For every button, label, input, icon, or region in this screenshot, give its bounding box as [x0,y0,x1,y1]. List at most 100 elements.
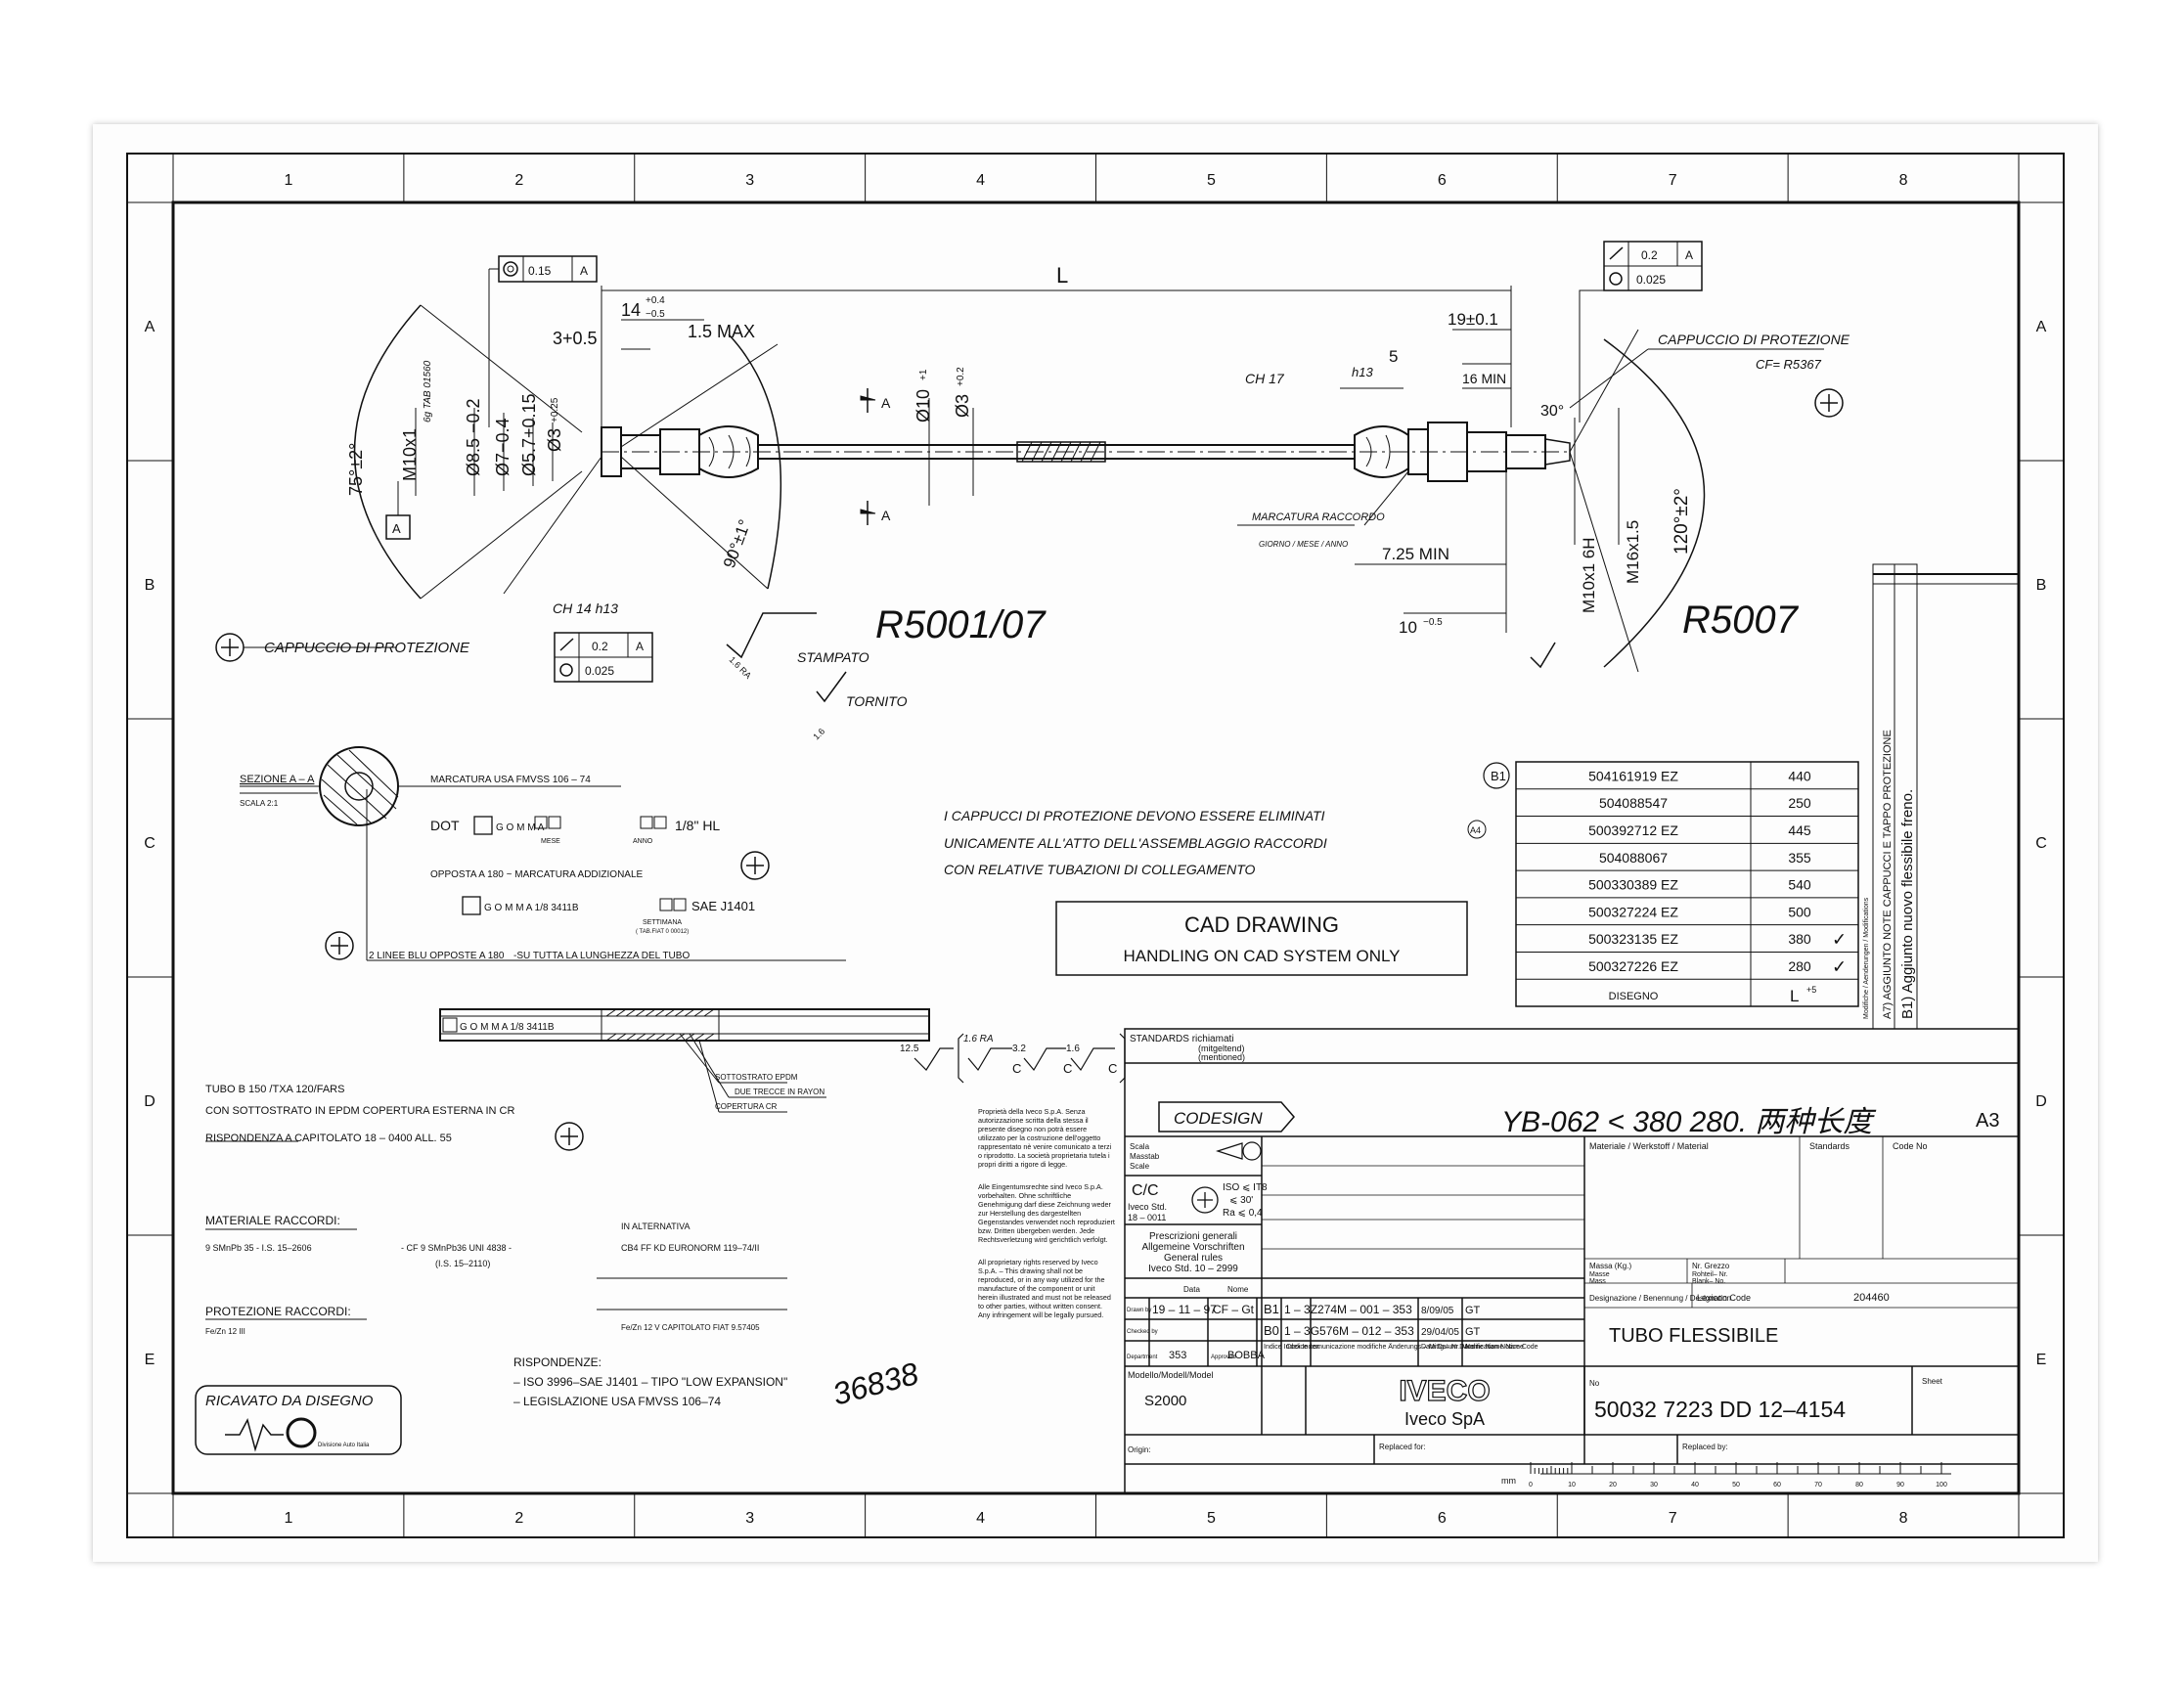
tb-prescr2: Allgemeine Vorschriften [1141,1242,1244,1253]
rough-c1: C [1012,1061,1021,1076]
title-block [1124,1028,2020,1494]
zone-col-bottom-6: 6 [1438,1510,1447,1527]
note-copertura: COPERTURA CR [715,1102,778,1111]
legal-english: All proprietary rights reserved by Iveco… [978,1258,1111,1319]
label-ch17: CH 17 [1245,371,1285,386]
zone-col-bottom-7: 7 [1669,1510,1677,1527]
tb-modello: Modello/Modell/Model [1128,1370,1214,1380]
dim-d10: Ø10 [914,389,933,422]
tb-drawing-number: 50032 7223 DD 12–4154 [1594,1397,1846,1422]
mm-scale-label: 0 [1529,1482,1533,1488]
tol-datum-a1: A [580,264,588,278]
dim-d85: Ø8.5 −0.2 [464,398,483,476]
tb-dept-val: 353 [1169,1350,1186,1361]
zone-col-bottom-4: 4 [976,1510,985,1527]
hose-label: G O M M A 1/8 3411B [460,1022,555,1033]
zone-col-top-2: 2 [514,172,523,189]
variant-length: 500 [1788,904,1811,919]
tb-codice-mod: Codice comunicazione modifiche Änderungs… [1286,1343,1538,1351]
tb-massa: Massa (Kg.) [1589,1262,1631,1270]
note-tutta-lunghezza: -SU TUTTA LA LUNGHEZZA DEL TUBO [513,951,690,961]
label-cappuccio-left: CAPPUCCIO DI PROTEZIONE [264,640,470,656]
tb-prescr3: General rules [1164,1253,1223,1264]
note-mese: MESE [541,838,560,845]
tol-0025-left: 0.025 [585,664,614,678]
dim-3: 3+0.5 [553,329,598,348]
tol-02-right: 0.2 [1641,248,1658,262]
label-giorno: GIORNO / MESE / ANNO [1259,540,1348,549]
note-opposta: OPPOSTA A 180 ~ MARCATURA ADDIZIONALE [430,869,644,880]
tb-rohteil: Rohteil– Nr. [1692,1271,1728,1278]
tb-lexicon: Lexicon Code [1697,1293,1751,1303]
tb-iso: ISO ⩽ IT8 [1223,1182,1268,1193]
dim-30deg: 30° [1540,403,1564,420]
tb-nome-h: Nome [1227,1285,1249,1294]
variant-length: 355 [1788,850,1811,866]
zone-col-top-3: 3 [745,172,754,189]
ricavato-divisione: Divisione Auto Italia [318,1443,370,1448]
zone-row-right-A: A [2036,319,2047,335]
section-mark-a-top: A [881,395,891,411]
variant-length: 540 [1788,877,1811,893]
tb-grezzo: Nr. Grezzo [1692,1262,1730,1270]
tb-prescr1: Prescrizioni generali [1149,1231,1237,1242]
tb-checked: Checked by [1127,1329,1158,1335]
mod-header: Modifiche / Aenderungen / Modifications [1863,897,1870,1019]
tb-scale: Scale [1130,1162,1150,1171]
tb-cc: C/C [1132,1182,1159,1199]
legal-italian: Proprietà della Iveco S.p.A. Senza autor… [978,1107,1112,1169]
variant-check: ✓ [1832,930,1847,950]
tb-modello-val: S2000 [1144,1393,1186,1409]
rough-16-turned: 1.6 [811,726,826,741]
tb-iveco-spa: Iveco SpA [1404,1409,1485,1429]
note-materiale-raccordi: MATERIALE RACCORDI: [205,1214,340,1227]
thread-m10: M10x1 [400,428,420,481]
cad-drawing-title: CAD DRAWING [1184,912,1339,937]
handwritten-36838: 36838 [828,1355,921,1412]
tb-mitgeltend: (mitgeltend) [1198,1044,1245,1053]
label-ch14: CH 14 h13 [553,600,618,616]
cad-drawing-subtitle: HANDLING ON CAD SYSTEM ONLY [1123,947,1400,965]
zone-row-right-B: B [2036,577,2047,594]
handwritten-r5001: R5001/07 [875,603,1047,646]
note-rispondenza: RISPONDENZA A CAPITOLATO 18 – 0400 ALL. … [205,1133,452,1144]
dim-5: 5 [1389,347,1398,366]
tb-scala: Scala [1130,1142,1150,1151]
mm-scale-label: 40 [1691,1482,1699,1488]
tb-mentioned: (mentioned) [1198,1052,1245,1062]
handwritten-r5007: R5007 [1682,599,1800,642]
dim-16min: 16 MIN [1462,371,1506,386]
variants-table [1515,761,1859,1007]
zone-row-left-A: A [145,319,156,335]
tb-massstab: Masstab [1130,1152,1160,1161]
tol-datum-a2: A [636,640,644,653]
tol-015: 0.15 [528,264,552,278]
tb-ra: Ra ⩽ 0,4 [1223,1208,1263,1219]
tb-mod-index: B1 [1264,1302,1279,1316]
tb-replaced-by: Replaced by: [1682,1443,1728,1451]
note-con-sottostrato: CON SOTTOSTRATO IN EPDM COPERTURA ESTERN… [205,1105,514,1117]
tb-format: A3 [1976,1110,1999,1132]
tol-02-left: 0.2 [592,640,608,653]
variant-code: 500323135 EZ [1588,931,1678,947]
zone-col-top-5: 5 [1207,172,1216,189]
tb-approved-val: BOBBA [1227,1350,1266,1361]
variants-footer-len: L [1790,987,1799,1005]
variant-length: 250 [1788,795,1811,811]
tb-mod-code: 1 – 3Z274M – 001 – 353 [1284,1303,1412,1316]
dim-14-tol-dn: −0.5 [646,309,665,320]
tb-no: No [1589,1379,1600,1388]
note-due-trecce: DUE TRECCE IN RAYON [735,1088,825,1096]
tb-standards: STANDARDS richiamati [1130,1034,1234,1044]
mm-scale-label: 50 [1732,1482,1740,1488]
dim-14-tol-up: +0.4 [646,295,665,306]
